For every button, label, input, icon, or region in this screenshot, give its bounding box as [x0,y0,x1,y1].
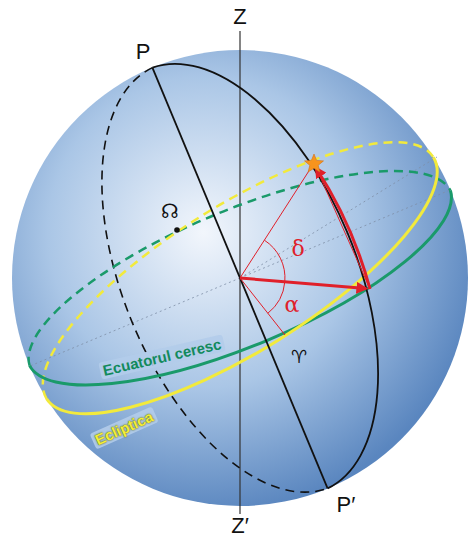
angle-label: α [285,294,300,316]
right-ascension-arrow [240,278,366,289]
pole-label: P [136,41,151,63]
angle-label: δ [291,238,304,260]
meridian-front [152,64,378,489]
angle-construction [240,163,370,335]
star [305,154,324,172]
declination-arrow [316,168,370,289]
equinox-symbol: ♈ [291,348,307,366]
nadir-label: Z′ [231,515,249,537]
equator-back [29,171,451,366]
equator-front [30,190,452,385]
node-dot [174,227,180,233]
node-symbol: ☊ [161,201,179,221]
pole-label: P′ [337,494,356,516]
zenith-label: Z [233,6,246,28]
ecliptic-back [43,142,434,399]
zenith-line [239,31,240,514]
